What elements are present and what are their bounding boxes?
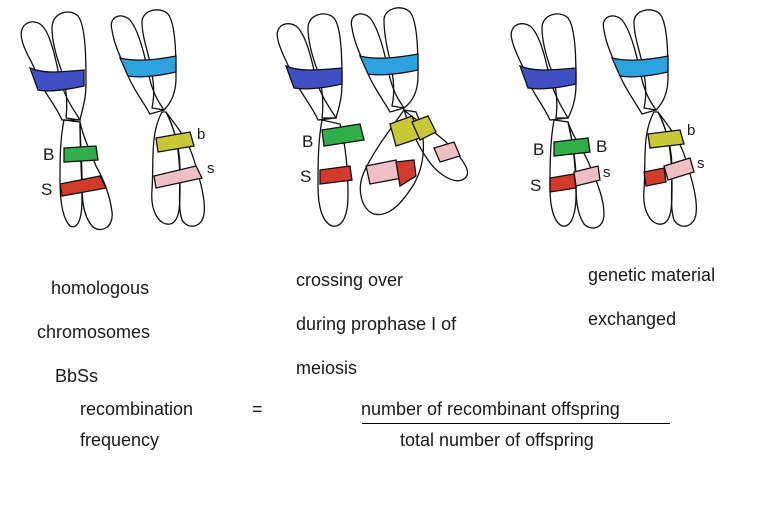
band-dark-blue [284,64,343,90]
caption-line: homologous [51,278,150,298]
gene-label-s: s [207,160,215,177]
chromosome-maternal-3 [510,13,605,229]
gene-label-B: B [302,132,314,151]
chromosome-paternal-1 [110,9,206,227]
band-green-B [321,123,365,147]
gene-label-s-exchanged: s [603,164,611,181]
caption-line: crossing over [296,270,404,290]
band-dark-blue [518,64,577,90]
equals-sign: = [252,399,263,419]
equation-denominator: total number of offspring [400,430,594,450]
chromatid-right-lower [402,107,469,182]
gene-label-S: S [530,176,542,195]
band-green-B [553,137,591,157]
chromatid-right-lower [657,111,698,227]
chromatid-right-upper [51,11,87,121]
caption-exchanged: genetic material exchanged [588,242,715,352]
band-pink-2 [433,141,461,163]
chromatid-left-lower [317,119,349,227]
caption-line: during prophase I of [296,314,457,334]
band-dark-blue [28,66,85,92]
band-red-cross [395,159,417,188]
fraction-bar [362,423,670,424]
chromatid-left-lower [549,119,577,227]
caption-crossing-over: crossing over during prophase I of meios… [296,247,456,401]
chromosome-paternal-3 [602,9,698,227]
caption-line: chromosomes [37,322,151,342]
band-light-blue [118,55,177,78]
chromatid-left-lower [59,119,83,228]
panel-2-chromosomes [276,7,469,227]
band-red-S [59,175,107,197]
panel-1-chromosomes [20,9,206,231]
band-yellow-b [647,129,685,149]
band-red-S-cross [643,167,667,187]
band-red-S [319,165,353,185]
caption-homologous: homologous chromosomes BbSs [37,255,150,409]
chromosome-maternal-1 [20,11,113,231]
band-pink-s [153,165,203,189]
chromosome-maternal-2 [276,13,365,227]
gene-label-B-exchanged: B [596,137,608,156]
band-light-blue [610,55,669,78]
gene-label-B: B [43,145,55,164]
equation-numerator: number of recombinant offspring [361,399,620,419]
gene-label-S: S [41,180,53,199]
band-light-blue [358,53,419,76]
gene-label-S: S [300,167,312,186]
chromatid-right-lower [165,111,206,227]
band-pink-s [573,165,601,187]
chromatid-crossed [359,109,425,216]
caption-line: BbSs [55,366,99,386]
caption-line: exchanged [588,309,677,329]
gene-label-s: s [697,155,705,172]
gene-label-B: B [533,140,545,159]
caption-line: genetic material [588,265,716,285]
gene-label-b: b [197,126,206,143]
band-yellow-b [155,131,195,153]
chromatid-left-lower [151,111,181,225]
gene-label-b: b [687,122,696,139]
equation-lhs-line1: recombination [80,399,194,419]
chromatid-left-lower [643,111,673,225]
band-pink-s [663,157,695,181]
band-yellow-2 [411,115,437,141]
band-green-B [63,145,99,163]
equation-lhs-line2: frequency [80,430,160,450]
chromatid-right-lower [79,121,113,231]
panel-3-chromosomes [510,9,698,229]
caption-line: meiosis [296,358,358,378]
band-red-S [549,173,577,193]
chromosome-paternal-2 [350,7,469,216]
